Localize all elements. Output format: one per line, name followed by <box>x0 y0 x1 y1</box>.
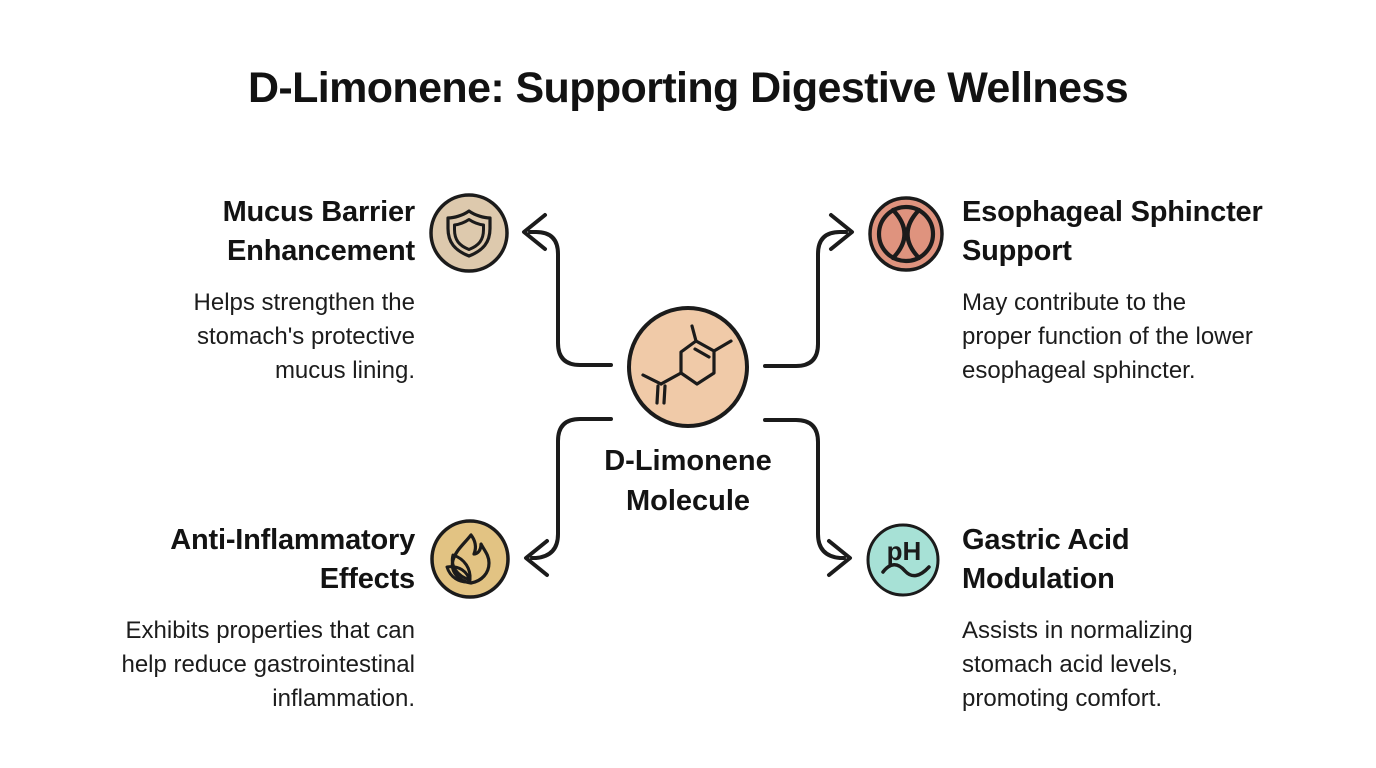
section-body-mucus-barrier: Helps strengthen the stomach's protectiv… <box>45 286 415 388</box>
body-line: stomach acid levels, <box>962 651 1179 678</box>
title-line: Anti-Inflammatory <box>170 524 415 556</box>
section-title-mucus-barrier: Mucus Barrier Enhancement <box>45 193 416 271</box>
body-line: May contribute to the <box>962 289 1187 316</box>
title-line: Esophageal Sphincter <box>962 196 1263 228</box>
body-line: promoting comfort. <box>962 685 1163 712</box>
body-line: esophageal sphincter. <box>962 357 1196 384</box>
body-line: Helps strengthen the <box>193 289 415 316</box>
section-body-esophageal-sphincter: May contribute to the proper function of… <box>962 286 1357 388</box>
title-line: Gastric Acid <box>962 524 1130 556</box>
body-line: inflammation. <box>272 685 415 712</box>
arrowhead-left-icon <box>522 213 547 251</box>
section-title-gastric-acid: Gastric Acid Modulation <box>962 521 1357 599</box>
body-line: help reduce gastrointestinal <box>121 651 415 678</box>
flame-icon <box>430 519 510 599</box>
title-line: Support <box>962 235 1072 267</box>
body-line: mucus lining. <box>274 357 415 384</box>
center-molecule-label: D-Limonene Molecule <box>538 441 838 521</box>
molecule-structure <box>641 324 733 405</box>
title-line: Modulation <box>962 563 1115 595</box>
body-line: stomach's protective <box>196 323 415 350</box>
title-line: Effects <box>319 563 416 595</box>
limonene-molecule-icon <box>627 306 749 428</box>
body-line: proper function of the lower <box>962 323 1253 350</box>
page-title: D-Limonene: Supporting Digestive Wellnes… <box>247 64 1129 112</box>
connector-bottom-left <box>524 417 613 577</box>
body-line: Assists in normalizing <box>962 617 1193 644</box>
center-label-line: D-Limonene <box>604 445 772 477</box>
connector-top-left <box>522 213 613 367</box>
center-label-line: Molecule <box>625 485 751 517</box>
arrowhead-right-icon <box>827 539 852 577</box>
arrowhead-left-icon <box>524 539 549 577</box>
wave-icon <box>881 563 931 578</box>
ph-label: pH <box>887 536 922 566</box>
body-line: Exhibits properties that can <box>125 617 416 644</box>
section-body-gastric-acid: Assists in normalizing stomach acid leve… <box>962 614 1357 716</box>
sphincter-icon <box>868 196 944 272</box>
ph-icon: pH <box>866 523 940 597</box>
arrowhead-right-icon <box>829 213 854 251</box>
title-line: Enhancement <box>227 235 415 267</box>
section-title-anti-inflammatory: Anti-Inflammatory Effects <box>25 521 415 599</box>
section-title-esophageal-sphincter: Esophageal Sphincter Support <box>962 193 1357 271</box>
section-body-anti-inflammatory: Exhibits properties that can help reduce… <box>25 614 415 716</box>
title-line: Mucus Barrier <box>222 196 416 228</box>
shield-icon <box>429 193 509 273</box>
connector-bottom-right <box>763 418 852 577</box>
connector-top-right <box>763 213 854 368</box>
